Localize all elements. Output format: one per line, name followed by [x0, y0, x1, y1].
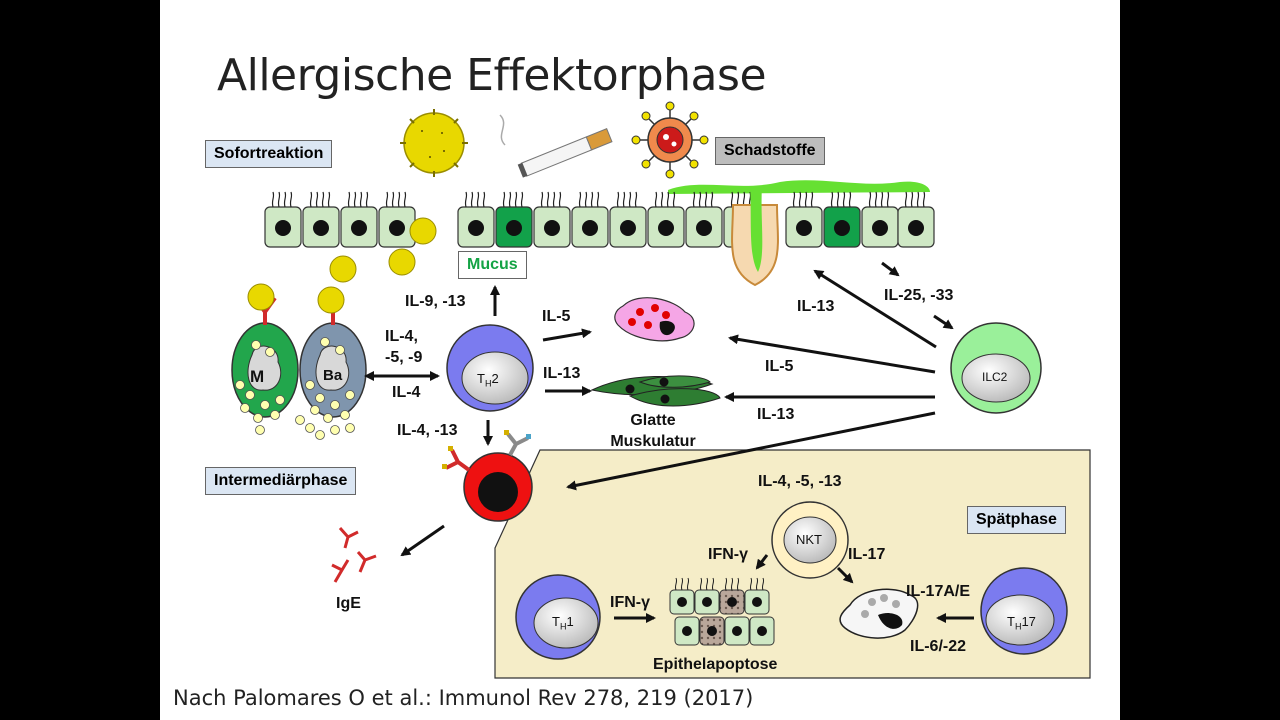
il4-5-9-line2: -5, -9	[385, 349, 423, 366]
nkt-cell	[771, 501, 849, 579]
th17-label: TH17	[1007, 614, 1036, 632]
il17ae-label: IL-17A/E	[906, 583, 971, 600]
ifng-th1-label: IFN-γ	[610, 594, 650, 611]
ifng-nkt-label: IFN-γ	[708, 546, 748, 563]
neutrophil	[839, 588, 919, 639]
ilc2-label: ILC2	[982, 370, 1008, 384]
pollen-icon	[400, 109, 468, 177]
il6-22-label: IL-6/-22	[910, 638, 967, 655]
mucus-label: Mucus	[458, 251, 527, 279]
sofortreaktion-label: Sofortreaktion	[205, 140, 333, 168]
il13-ilc2-up-label: IL-13	[797, 298, 835, 315]
il4-left-label: IL-4	[392, 384, 421, 401]
diagram	[231, 101, 1091, 679]
citation: Nach Palomares O et al.: Immunol Rev 278…	[173, 686, 754, 710]
virus-icon	[631, 101, 709, 179]
il13-th2-label: IL-13	[543, 365, 581, 382]
floating-pollen	[329, 217, 437, 283]
cigarette-icon	[499, 114, 613, 178]
eosinophil	[614, 297, 695, 342]
b-cell	[442, 430, 533, 522]
mucus-layer	[668, 180, 930, 194]
granules	[235, 337, 355, 440]
ige-label: IgE	[336, 595, 361, 612]
smooth-muscle	[590, 375, 721, 407]
nkt-label: NKT	[796, 532, 822, 547]
th17-cell	[980, 567, 1068, 655]
ige-antibodies	[331, 527, 377, 583]
mast-cell	[231, 283, 299, 418]
epithelium	[264, 191, 935, 248]
smooth-muscle-label-2: Muskulatur	[610, 433, 696, 450]
th2-label: TH2	[477, 371, 499, 389]
il5-th2-label: IL-5	[542, 308, 571, 325]
mast-cell-label: M	[250, 367, 265, 386]
il25-33-label: IL-25, -33	[884, 287, 954, 304]
basophil	[299, 286, 367, 418]
il17-nkt-label: IL-17	[848, 546, 886, 563]
il13-ilc2-label: IL-13	[757, 406, 795, 423]
slide: Allergische Effektorphase Sofortreaktion…	[160, 0, 1120, 720]
il4-5-13-label: IL-4, -5, -13	[758, 473, 842, 490]
th2-cell	[446, 324, 534, 412]
spatphase-label: Spätphase	[967, 506, 1066, 534]
il9-13-label: IL-9, -13	[405, 293, 466, 310]
th1-cell	[515, 574, 601, 660]
apoptotic-epithelium	[669, 577, 775, 646]
il4-5-9-line1: IL-4,	[385, 328, 418, 345]
intermediarphase-label: Intermediärphase	[205, 467, 357, 495]
il4-13-down-label: IL-4, -13	[397, 422, 458, 439]
th1-label: TH1	[552, 614, 574, 632]
epithelapoptose-label: Epithelapoptose	[653, 656, 778, 673]
mucus-gland	[731, 186, 779, 287]
il5-ilc2-label: IL-5	[765, 358, 794, 375]
smooth-muscle-label-1: Glatte	[630, 412, 676, 429]
schadstoffe-label: Schadstoffe	[715, 137, 825, 165]
basophil-label: Ba	[323, 367, 343, 384]
arrows	[364, 261, 974, 623]
ilc2-cell	[950, 322, 1042, 414]
slide-title: Allergische Effektorphase	[217, 50, 767, 101]
